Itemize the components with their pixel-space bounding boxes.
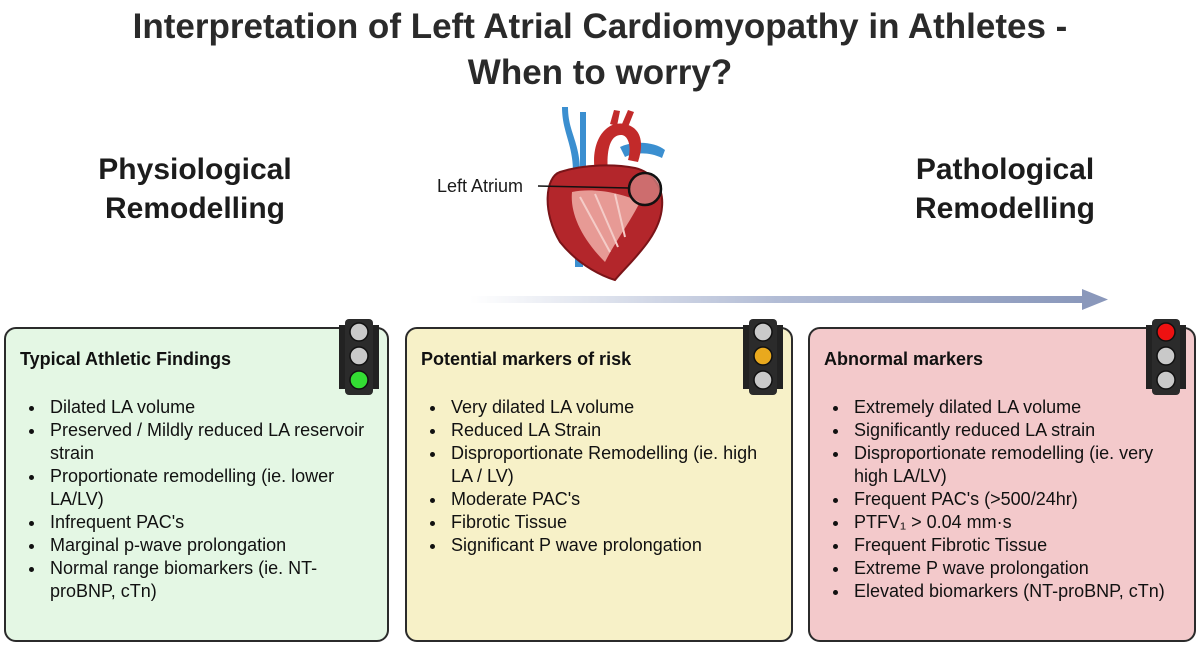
list-item: Infrequent PAC's — [46, 511, 381, 534]
traffic-light-green-icon — [339, 319, 379, 395]
list-item: Frequent Fibrotic Tissue — [850, 534, 1185, 557]
traffic-light-amber-icon — [743, 319, 783, 395]
typical-findings-list: Dilated LA volume Preserved / Mildly red… — [20, 396, 381, 603]
title-line-2: When to worry? — [467, 53, 733, 92]
list-item: Disproportionate Remodelling (ie. high L… — [447, 442, 782, 488]
list-item: Preserved / Mildly reduced LA reservoir … — [46, 419, 381, 465]
typical-findings-panel: Typical Athletic Findings Dilated LA vol… — [4, 319, 389, 642]
left-atrium-label: Left Atrium — [437, 176, 524, 196]
list-item: Extremely dilated LA volume — [850, 396, 1185, 419]
list-item: Fibrotic Tissue — [447, 511, 782, 534]
list-item: Reduced LA Strain — [447, 419, 782, 442]
list-item: Significant P wave prolongation — [447, 534, 782, 557]
panel-title: Abnormal markers — [824, 349, 984, 369]
diagram-title: Interpretation of Left Atrial Cardiomyop… — [0, 4, 1200, 96]
heart-illustration — [537, 107, 665, 282]
left-atrium-highlight — [627, 171, 663, 207]
risk-markers-panel: Potential markers of risk Very dilated L… — [405, 319, 793, 642]
panel-title: Typical Athletic Findings — [20, 349, 232, 369]
aortic-branch-2 — [622, 110, 634, 127]
aortic-branch-1 — [610, 110, 620, 126]
arrow-shaft — [470, 296, 1085, 303]
list-item: Significantly reduced LA strain — [850, 419, 1185, 442]
aorta — [594, 123, 642, 174]
ventricle-interior — [571, 190, 640, 262]
pulmonary-vein — [620, 142, 665, 158]
list-item: Frequent PAC's (>500/24hr) — [850, 488, 1185, 511]
abnormal-markers-list: Extremely dilated LA volume Significantl… — [824, 396, 1185, 603]
pathological-heading: Pathological Remodelling — [855, 150, 1155, 228]
list-item: Dilated LA volume — [46, 396, 381, 419]
list-item: Marginal p-wave prolongation — [46, 534, 381, 557]
list-item: PTFV₁ > 0.04 mm·s — [850, 511, 1185, 534]
list-item: Elevated biomarkers (NT-proBNP, cTn) — [850, 580, 1185, 603]
pathological-heading-line-2: Remodelling — [914, 192, 1095, 225]
list-item: Extreme P wave prolongation — [850, 557, 1185, 580]
traffic-light-red-icon — [1146, 319, 1186, 395]
arrow-head — [1082, 289, 1108, 310]
physiological-heading: Physiological Remodelling — [45, 150, 345, 228]
physiological-heading-line-2: Remodelling — [104, 192, 285, 225]
left-atrium-pointer — [537, 185, 630, 189]
risk-markers-list: Very dilated LA volume Reduced LA Strain… — [421, 396, 782, 557]
list-item: Moderate PAC's — [447, 488, 782, 511]
vena-cava — [580, 112, 586, 172]
abnormal-markers-panel: Abnormal markers Extremely dilated LA vo… — [808, 319, 1196, 642]
panel-title: Potential markers of risk — [421, 349, 632, 369]
superior-vena-cava — [562, 107, 580, 172]
progression-arrow — [470, 289, 1108, 310]
list-item: Disproportionate remodelling (ie. very h… — [850, 442, 1185, 488]
title-line-1: Interpretation of Left Atrial Cardiomyop… — [132, 7, 1068, 46]
chordae — [579, 193, 626, 253]
list-item: Normal range biomarkers (ie. NT-proBNP, … — [46, 557, 381, 603]
physiological-heading-line-1: Physiological — [98, 153, 292, 186]
list-item: Very dilated LA volume — [447, 396, 782, 419]
pathological-heading-line-1: Pathological — [915, 153, 1095, 186]
list-item: Proportionate remodelling (ie. lower LA/… — [46, 465, 381, 511]
